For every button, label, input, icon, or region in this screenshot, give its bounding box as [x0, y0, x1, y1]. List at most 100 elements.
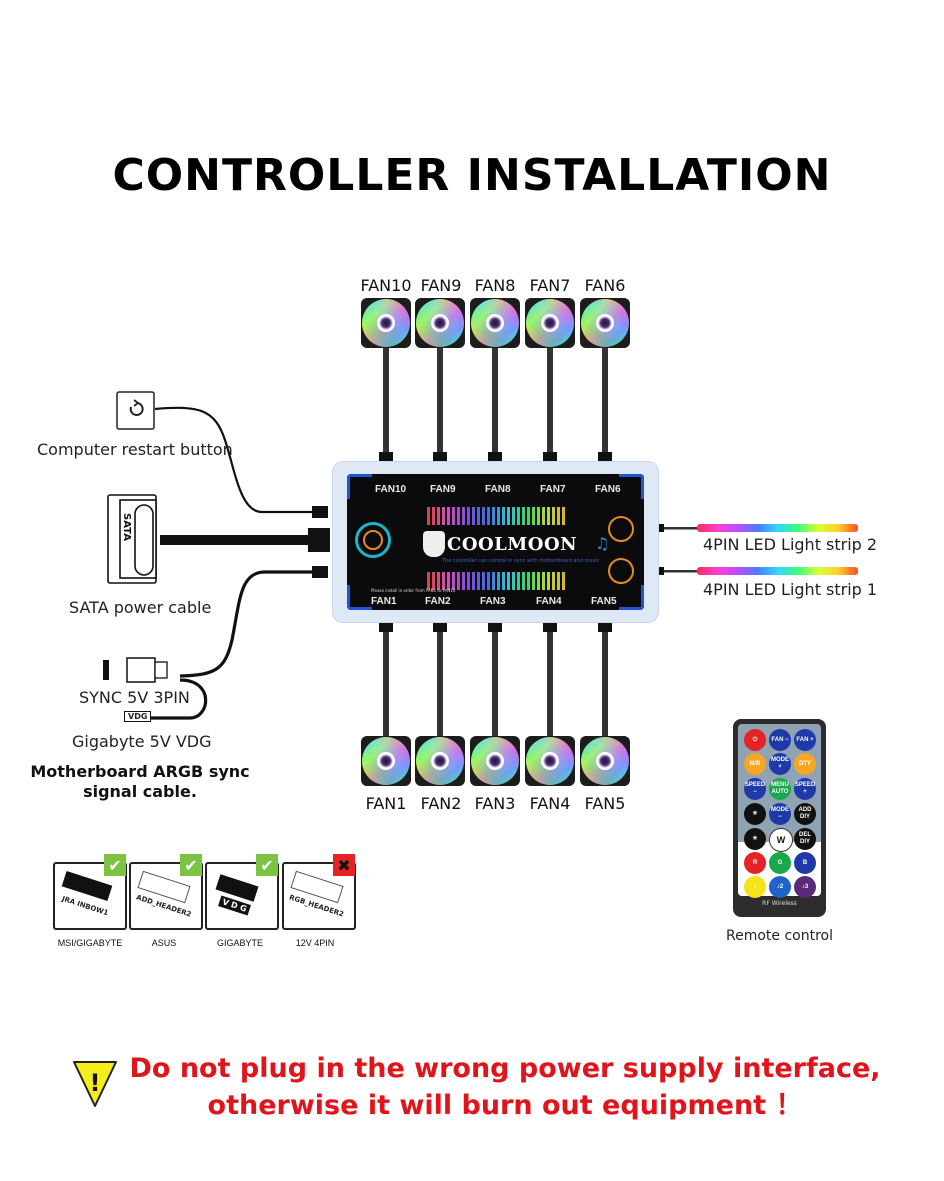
sata-plug-text: SATA — [121, 513, 132, 541]
remote-button-20[interactable]: ♪3 — [794, 876, 816, 898]
remote-button-12[interactable]: ☀ — [744, 828, 766, 850]
remote-button-19[interactable]: ♪2 — [769, 876, 791, 898]
fan-label-top: FAN7 — [529, 276, 571, 295]
sync-plug-illustration — [103, 657, 168, 683]
hub-fan-label: FAN3 — [480, 596, 506, 607]
fan-5 — [580, 736, 630, 786]
port-label: ASUS — [151, 938, 177, 948]
sync-cable — [179, 570, 312, 678]
hub-fan-label: FAN10 — [375, 484, 407, 495]
led-strip-cables — [659, 524, 698, 575]
restart-connector — [312, 506, 328, 518]
check-icon: ✔ — [256, 854, 278, 876]
corner-accent — [347, 585, 372, 610]
vdg-label: Gigabyte 5V VDG — [72, 732, 212, 751]
svg-text:!: ! — [90, 1069, 101, 1097]
port-card-msi: JRA INBOW1 ✔ MSI/GIGABYTE — [53, 854, 127, 948]
warning-line2: otherwise it will burn out equipment ！ — [207, 1090, 803, 1121]
top-fan-connectors — [379, 452, 612, 462]
remote-button-16[interactable]: G — [769, 852, 791, 874]
sata-cable — [160, 535, 312, 545]
port-card-gigabyte: V D G ✔ GIGABYTE — [205, 854, 279, 948]
restart-button-illustration — [116, 391, 155, 430]
corner-accent — [347, 474, 372, 499]
remote-button-4[interactable]: MODE + — [769, 753, 791, 775]
vdg-cable — [150, 678, 208, 720]
fan-label-bottom: FAN2 — [420, 794, 462, 813]
remote-button-0[interactable]: ⏻ — [744, 729, 766, 751]
remote-button-9[interactable]: ☀ — [744, 803, 766, 825]
remote-button-1[interactable]: FAN − — [769, 729, 791, 751]
remote-button-11[interactable]: ADD DIY — [794, 803, 816, 825]
warning-line1: Do not plug in the wrong power supply in… — [129, 1053, 881, 1084]
bottom-fan-connectors — [379, 622, 612, 632]
remote-button-13[interactable]: W — [769, 828, 793, 852]
equalizer-bottom — [427, 572, 567, 590]
remote-button-15[interactable]: R — [744, 852, 766, 874]
mascot-logo-icon — [423, 531, 445, 557]
argb-note-line2: signal cable. — [83, 782, 197, 801]
check-icon: ✔ — [180, 854, 202, 876]
install-hint: Please install in order from FAN1 to FAN… — [371, 588, 456, 593]
remote-button-2[interactable]: FAN + — [794, 729, 816, 751]
remote-button-18[interactable]: ♪ — [744, 876, 766, 898]
remote-button-17[interactable]: B — [794, 852, 816, 874]
remote-button-7[interactable]: MENU AUTO — [769, 778, 791, 800]
remote-brand: RF Wireless — [762, 900, 797, 907]
fan-9 — [415, 298, 465, 348]
remote-button-14[interactable]: DEL DIY — [794, 828, 816, 850]
top-fan-cables — [383, 348, 608, 458]
remote-button-10[interactable]: MODE − — [769, 803, 791, 825]
controller-hub: FAN10 FAN9 FAN8 FAN7 FAN6 COOLMOON ♫ The… — [333, 462, 658, 622]
hub-fan-label: FAN4 — [536, 596, 562, 607]
remote-button-3[interactable]: M/B — [744, 753, 766, 775]
fan-4 — [525, 736, 575, 786]
strip-2-port-dial — [608, 516, 634, 542]
warning-icon: ! — [73, 1061, 117, 1107]
fan-2 — [415, 736, 465, 786]
fan-label-bottom: FAN5 — [584, 794, 626, 813]
brand-name: COOLMOON — [447, 534, 578, 555]
fan-label-top: FAN6 — [584, 276, 626, 295]
hub-fan-label: FAN7 — [540, 484, 566, 495]
bottom-fan-cables — [383, 630, 608, 740]
argb-note-line1: Motherboard ARGB sync — [30, 762, 250, 781]
corner-accent — [619, 474, 644, 499]
port-label: GIGABYTE — [216, 938, 263, 948]
fan-label-top: FAN9 — [420, 276, 462, 295]
fan-6 — [580, 298, 630, 348]
hub-fan-label: FAN8 — [485, 484, 511, 495]
corner-accent — [619, 585, 644, 610]
restart-cable — [154, 406, 312, 514]
vdg-tag: VDG — [124, 711, 152, 722]
fan-10 — [361, 298, 411, 348]
led-strip-2 — [697, 524, 858, 532]
hub-fan-label: FAN1 — [371, 596, 397, 607]
hub-fan-label: FAN2 — [425, 596, 451, 607]
fan-label-bottom: FAN3 — [474, 794, 516, 813]
remote-button-8[interactable]: SPEED + — [794, 778, 816, 800]
led-strip-2-label: 4PIN LED Light strip 2 — [703, 535, 878, 554]
sync-connector — [312, 566, 328, 578]
music-note-icon: ♫ — [595, 534, 610, 553]
cross-icon: ✖ — [333, 854, 355, 876]
port-card-asus: ADD_HEADER2 ✔ ASUS — [129, 854, 203, 948]
hub-fan-label: FAN5 — [591, 596, 617, 607]
check-icon: ✔ — [104, 854, 126, 876]
fan-label-top: FAN10 — [360, 276, 412, 295]
fan-8 — [470, 298, 520, 348]
sata-cable-label: SATA power cable — [69, 598, 212, 617]
hub-fan-label: FAN9 — [430, 484, 456, 495]
fan-label-bottom: FAN4 — [529, 794, 571, 813]
remote-button-6[interactable]: SPEED − — [744, 778, 766, 800]
fan-7 — [525, 298, 575, 348]
fan-label-bottom: FAN1 — [365, 794, 407, 813]
restart-button-label: Computer restart button — [37, 440, 233, 459]
led-strip-1 — [697, 567, 858, 575]
fan-3 — [470, 736, 520, 786]
remote-button-5[interactable]: DTY — [794, 753, 816, 775]
sata-connector — [308, 528, 330, 552]
sata-plug-illustration — [107, 494, 157, 584]
remote-label: Remote control — [726, 928, 833, 944]
